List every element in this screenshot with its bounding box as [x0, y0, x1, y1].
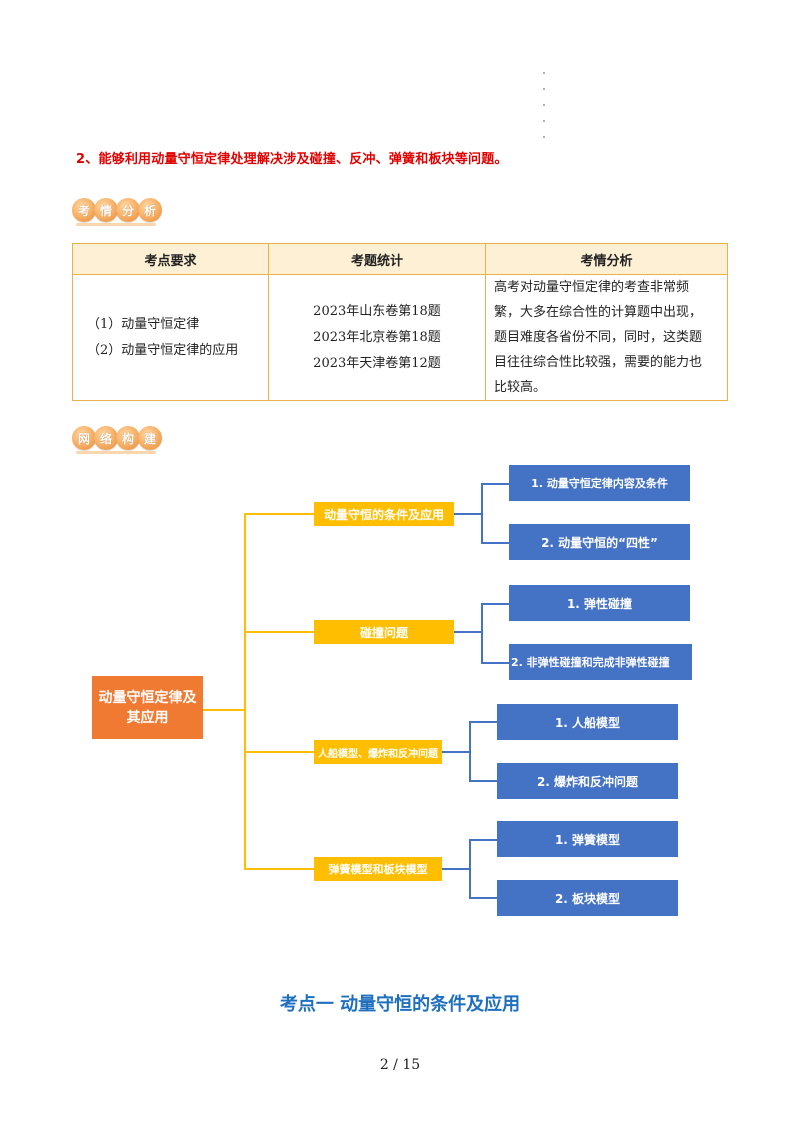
connector [481, 603, 509, 605]
badge-char: 网 [72, 426, 96, 450]
mindmap-leaf: 2. 板块模型 [497, 880, 678, 916]
table-header-row: 考点要求 考题统计 考情分析 [72, 243, 728, 275]
connector [481, 662, 509, 664]
connector [469, 721, 497, 723]
connector [469, 897, 497, 899]
stats-cell: 2023年山东卷第18题 2023年北京卷第18题 2023年天津卷第12题 [268, 274, 486, 401]
requirements-cell: （1）动量守恒定律 （2）动量守恒定律的应用 [72, 274, 269, 401]
analysis-line: 比较高。 [494, 380, 547, 395]
table-header: 考题统计 [268, 243, 486, 275]
page-number: 2 / 15 [379, 1057, 421, 1073]
margin-dots [543, 72, 547, 152]
badge-char: 建 [138, 426, 162, 450]
stat-item: 2023年天津卷第12题 [313, 355, 441, 371]
connector [244, 513, 314, 515]
connector [481, 542, 509, 544]
table-header: 考情分析 [485, 243, 728, 275]
exam-analysis-table: 考点要求 考题统计 考情分析 （1）动量守恒定律 （2）动量守恒定律的应用 20… [72, 243, 728, 401]
connector [203, 709, 245, 711]
mindmap-leaf: 1. 人船模型 [497, 704, 678, 740]
connector [469, 780, 497, 782]
analysis-line: 高考对动量守恒定律的考查非常频 [494, 280, 690, 295]
mindmap-leaf: 2. 爆炸和反冲问题 [497, 763, 678, 799]
mindmap-leaf: 1. 动量守恒定律内容及条件 [509, 465, 690, 501]
connector [442, 751, 470, 753]
connector [244, 868, 314, 870]
analysis-line: 目往往综合性比较强，需要的能力也 [494, 355, 703, 370]
root-line: 动量守恒定律及 [98, 689, 197, 706]
analysis-line: 题目难度各省份不同，同时，这类题 [494, 330, 703, 345]
mindmap-leaf: 2. 动量守恒的“四性” [509, 524, 690, 560]
table-header: 考点要求 [72, 243, 269, 275]
mindmap-branch: 碰撞问题 [314, 620, 454, 644]
badge-char: 络 [94, 426, 118, 450]
badge-char: 考 [72, 198, 96, 222]
mindmap-leaf: 1. 弹簧模型 [497, 821, 678, 857]
connector [469, 839, 471, 898]
connector [244, 513, 246, 870]
badge-underline [76, 223, 156, 226]
connector [481, 603, 483, 663]
mindmap-leaf: 2. 非弹性碰撞和完成非弹性碰撞 [509, 644, 692, 680]
learning-objective: 2、能够利用动量守恒定律处理解决涉及碰撞、反冲、弹簧和板块等问题。 [76, 152, 508, 167]
badge-char: 情 [94, 198, 118, 222]
mindmap-branch: 弹簧模型和板块模型 [314, 857, 442, 881]
section-title: 考点一 动量守恒的条件及应用 [279, 994, 521, 1015]
connector [244, 631, 314, 633]
connector [469, 721, 471, 781]
mindmap-leaf: 1. 弹性碰撞 [509, 585, 690, 621]
connector [454, 513, 482, 515]
mindmap-branch: 人船模型、爆炸和反冲问题 [314, 740, 442, 764]
mindmap-branch: 动量守恒的条件及应用 [314, 502, 454, 526]
connector [454, 631, 482, 633]
connector [244, 751, 314, 753]
stat-item: 2023年山东卷第18题 [313, 303, 441, 319]
connector [442, 868, 470, 870]
badge-underline [76, 451, 156, 454]
requirement-item: （2）动量守恒定律的应用 [87, 342, 239, 358]
requirement-item: （1）动量守恒定律 [87, 316, 200, 332]
stat-item: 2023年北京卷第18题 [313, 329, 441, 345]
connector [481, 483, 509, 485]
mindmap-root: 动量守恒定律及 其应用 [92, 676, 203, 739]
analysis-line: 繁，大多在综合性的计算题中出现， [494, 305, 703, 320]
connector [469, 839, 497, 841]
knowledge-mindmap: 动量守恒定律及 其应用 动量守恒的条件及应用 碰撞问题 人船模型、爆炸和反冲问题… [0, 455, 800, 935]
connector [481, 483, 483, 543]
analysis-cell: 高考对动量守恒定律的考查非常频 繁，大多在综合性的计算题中出现， 题目难度各省份… [485, 274, 728, 401]
table-row: （1）动量守恒定律 （2）动量守恒定律的应用 2023年山东卷第18题 2023… [72, 274, 728, 401]
network-badge: 网 络 构 建 [72, 426, 162, 454]
root-line: 其应用 [126, 709, 169, 726]
analysis-badge: 考 情 分 析 [72, 198, 162, 226]
badge-char: 析 [138, 198, 162, 222]
badge-char: 分 [116, 198, 140, 222]
badge-char: 构 [116, 426, 140, 450]
